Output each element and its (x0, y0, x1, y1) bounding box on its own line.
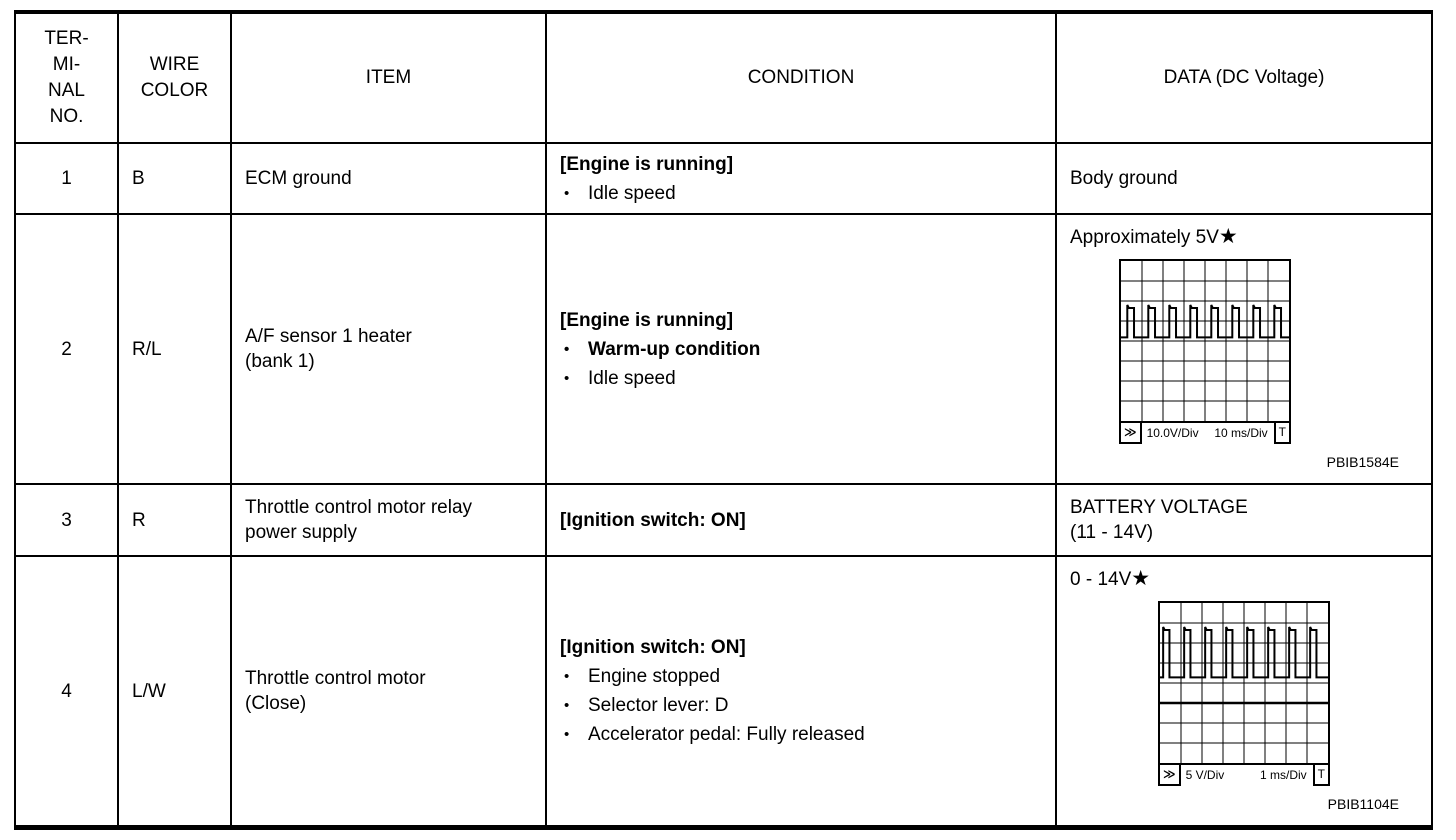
oscilloscope: ≫ 5 V/Div 1 ms/Div T (1158, 600, 1330, 786)
terminal-no-cell: 3 (16, 485, 119, 557)
item-cell: Throttle control motor (Close) (232, 557, 547, 825)
data-cell: Approximately 5V★ ≫ 10.0V/Div 10 ms/Div … (1057, 215, 1431, 485)
figure-caption: PBIB1104E (1327, 795, 1399, 812)
col-header-condition: CONDITION (547, 14, 1057, 144)
bullet-icon: • (564, 697, 570, 714)
condition-cell: [Ignition switch: ON] (547, 485, 1057, 557)
col-header-terminal-no: TER- MI- NAL NO. (16, 14, 119, 144)
condition-heading: [Ignition switch: ON] (560, 637, 746, 658)
scope-time-per-div: 1 ms/Div (1259, 767, 1307, 782)
data-cell: BATTERY VOLTAGE (11 - 14V) (1057, 485, 1431, 557)
scope-time-per-div: 10 ms/Div (1214, 425, 1268, 440)
condition-cell: [Ignition switch: ON] • Engine stopped •… (547, 557, 1057, 825)
scope-marker-icon: ≫ (1158, 764, 1181, 786)
bullet-icon: • (564, 668, 570, 685)
wire-color-cell: R/L (119, 215, 232, 485)
condition-cell: [Engine is running] • Idle speed (547, 144, 1057, 215)
condition-bullet-text: Accelerator pedal: Fully released (588, 724, 865, 745)
terminal-no-cell: 2 (16, 215, 119, 485)
terminal-no-cell: 4 (16, 557, 119, 825)
scope-trigger-icon: T (1273, 422, 1291, 444)
col-header-data: DATA (DC Voltage) (1057, 14, 1431, 144)
condition-bullet-text: Selector lever: D (588, 695, 729, 716)
oscilloscope-footer: ≫ 5 V/Div 1 ms/Div T (1158, 764, 1330, 786)
condition-heading: [Ignition switch: ON] (560, 509, 746, 531)
bullet-icon: • (564, 369, 570, 387)
data-value-text: 0 - 14V (1070, 568, 1132, 590)
oscilloscope-waveform (1119, 258, 1291, 423)
data-value-text: Approximately 5V (1070, 226, 1219, 248)
condition-heading: [Engine is running] (560, 309, 734, 331)
condition-bullet: • Selector lever: D (560, 693, 865, 718)
oscilloscope: ≫ 10.0V/Div 10 ms/Div T (1119, 258, 1291, 444)
scope-trigger-icon: T (1312, 764, 1330, 786)
oscilloscope-waveform (1158, 600, 1330, 765)
item-cell: Throttle control motor relay power suppl… (232, 485, 547, 557)
bullet-icon: • (564, 184, 570, 202)
scope-marker-icon: ≫ (1119, 422, 1142, 444)
terminal-voltage-table: TER- MI- NAL NO. WIRE COLOR ITEM CONDITI… (14, 10, 1433, 830)
col-header-item: ITEM (232, 14, 547, 144)
data-cell: 0 - 14V★ ≫ 5 V/Div 1 ms/Div T PBIB1104E (1057, 557, 1431, 825)
scope-volts-per-div: 5 V/Div (1185, 767, 1225, 782)
figure-caption: PBIB1584E (1326, 453, 1399, 470)
data-value-label: Approximately 5V★ (1057, 224, 1431, 250)
condition-heading: [Engine is running] (560, 153, 734, 175)
col-header-wire-color: WIRE COLOR (119, 14, 232, 144)
condition-bullet: • Idle speed (560, 366, 760, 391)
condition-cell: [Engine is running] • Warm-up condition … (547, 215, 1057, 485)
wire-color-cell: R (119, 485, 232, 557)
wire-color-cell: L/W (119, 557, 232, 825)
star-icon: ★ (1131, 566, 1151, 590)
oscilloscope-footer: ≫ 10.0V/Div 10 ms/Div T (1119, 422, 1291, 444)
terminal-no-cell: 1 (16, 144, 119, 215)
condition-bullet-text: Idle speed (588, 367, 676, 389)
condition-bullet-text: Idle speed (588, 182, 676, 204)
data-cell: Body ground (1057, 144, 1431, 215)
scope-volts-per-div: 10.0V/Div (1146, 425, 1199, 440)
star-icon: ★ (1218, 224, 1238, 248)
data-value-label: 0 - 14V★ (1057, 566, 1431, 592)
item-cell: ECM ground (232, 144, 547, 215)
bullet-icon: • (564, 340, 570, 358)
condition-bullet: • Engine stopped (560, 664, 865, 689)
condition-bullet: • Idle speed (560, 181, 733, 206)
condition-bullet-text: Warm-up condition (588, 338, 761, 360)
condition-bullet: • Accelerator pedal: Fully released (560, 722, 865, 747)
bullet-icon: • (564, 726, 570, 743)
condition-bullet-text: Engine stopped (588, 666, 721, 687)
condition-bullet: • Warm-up condition (560, 337, 760, 362)
wire-color-cell: B (119, 144, 232, 215)
item-cell: A/F sensor 1 heater (bank 1) (232, 215, 547, 485)
